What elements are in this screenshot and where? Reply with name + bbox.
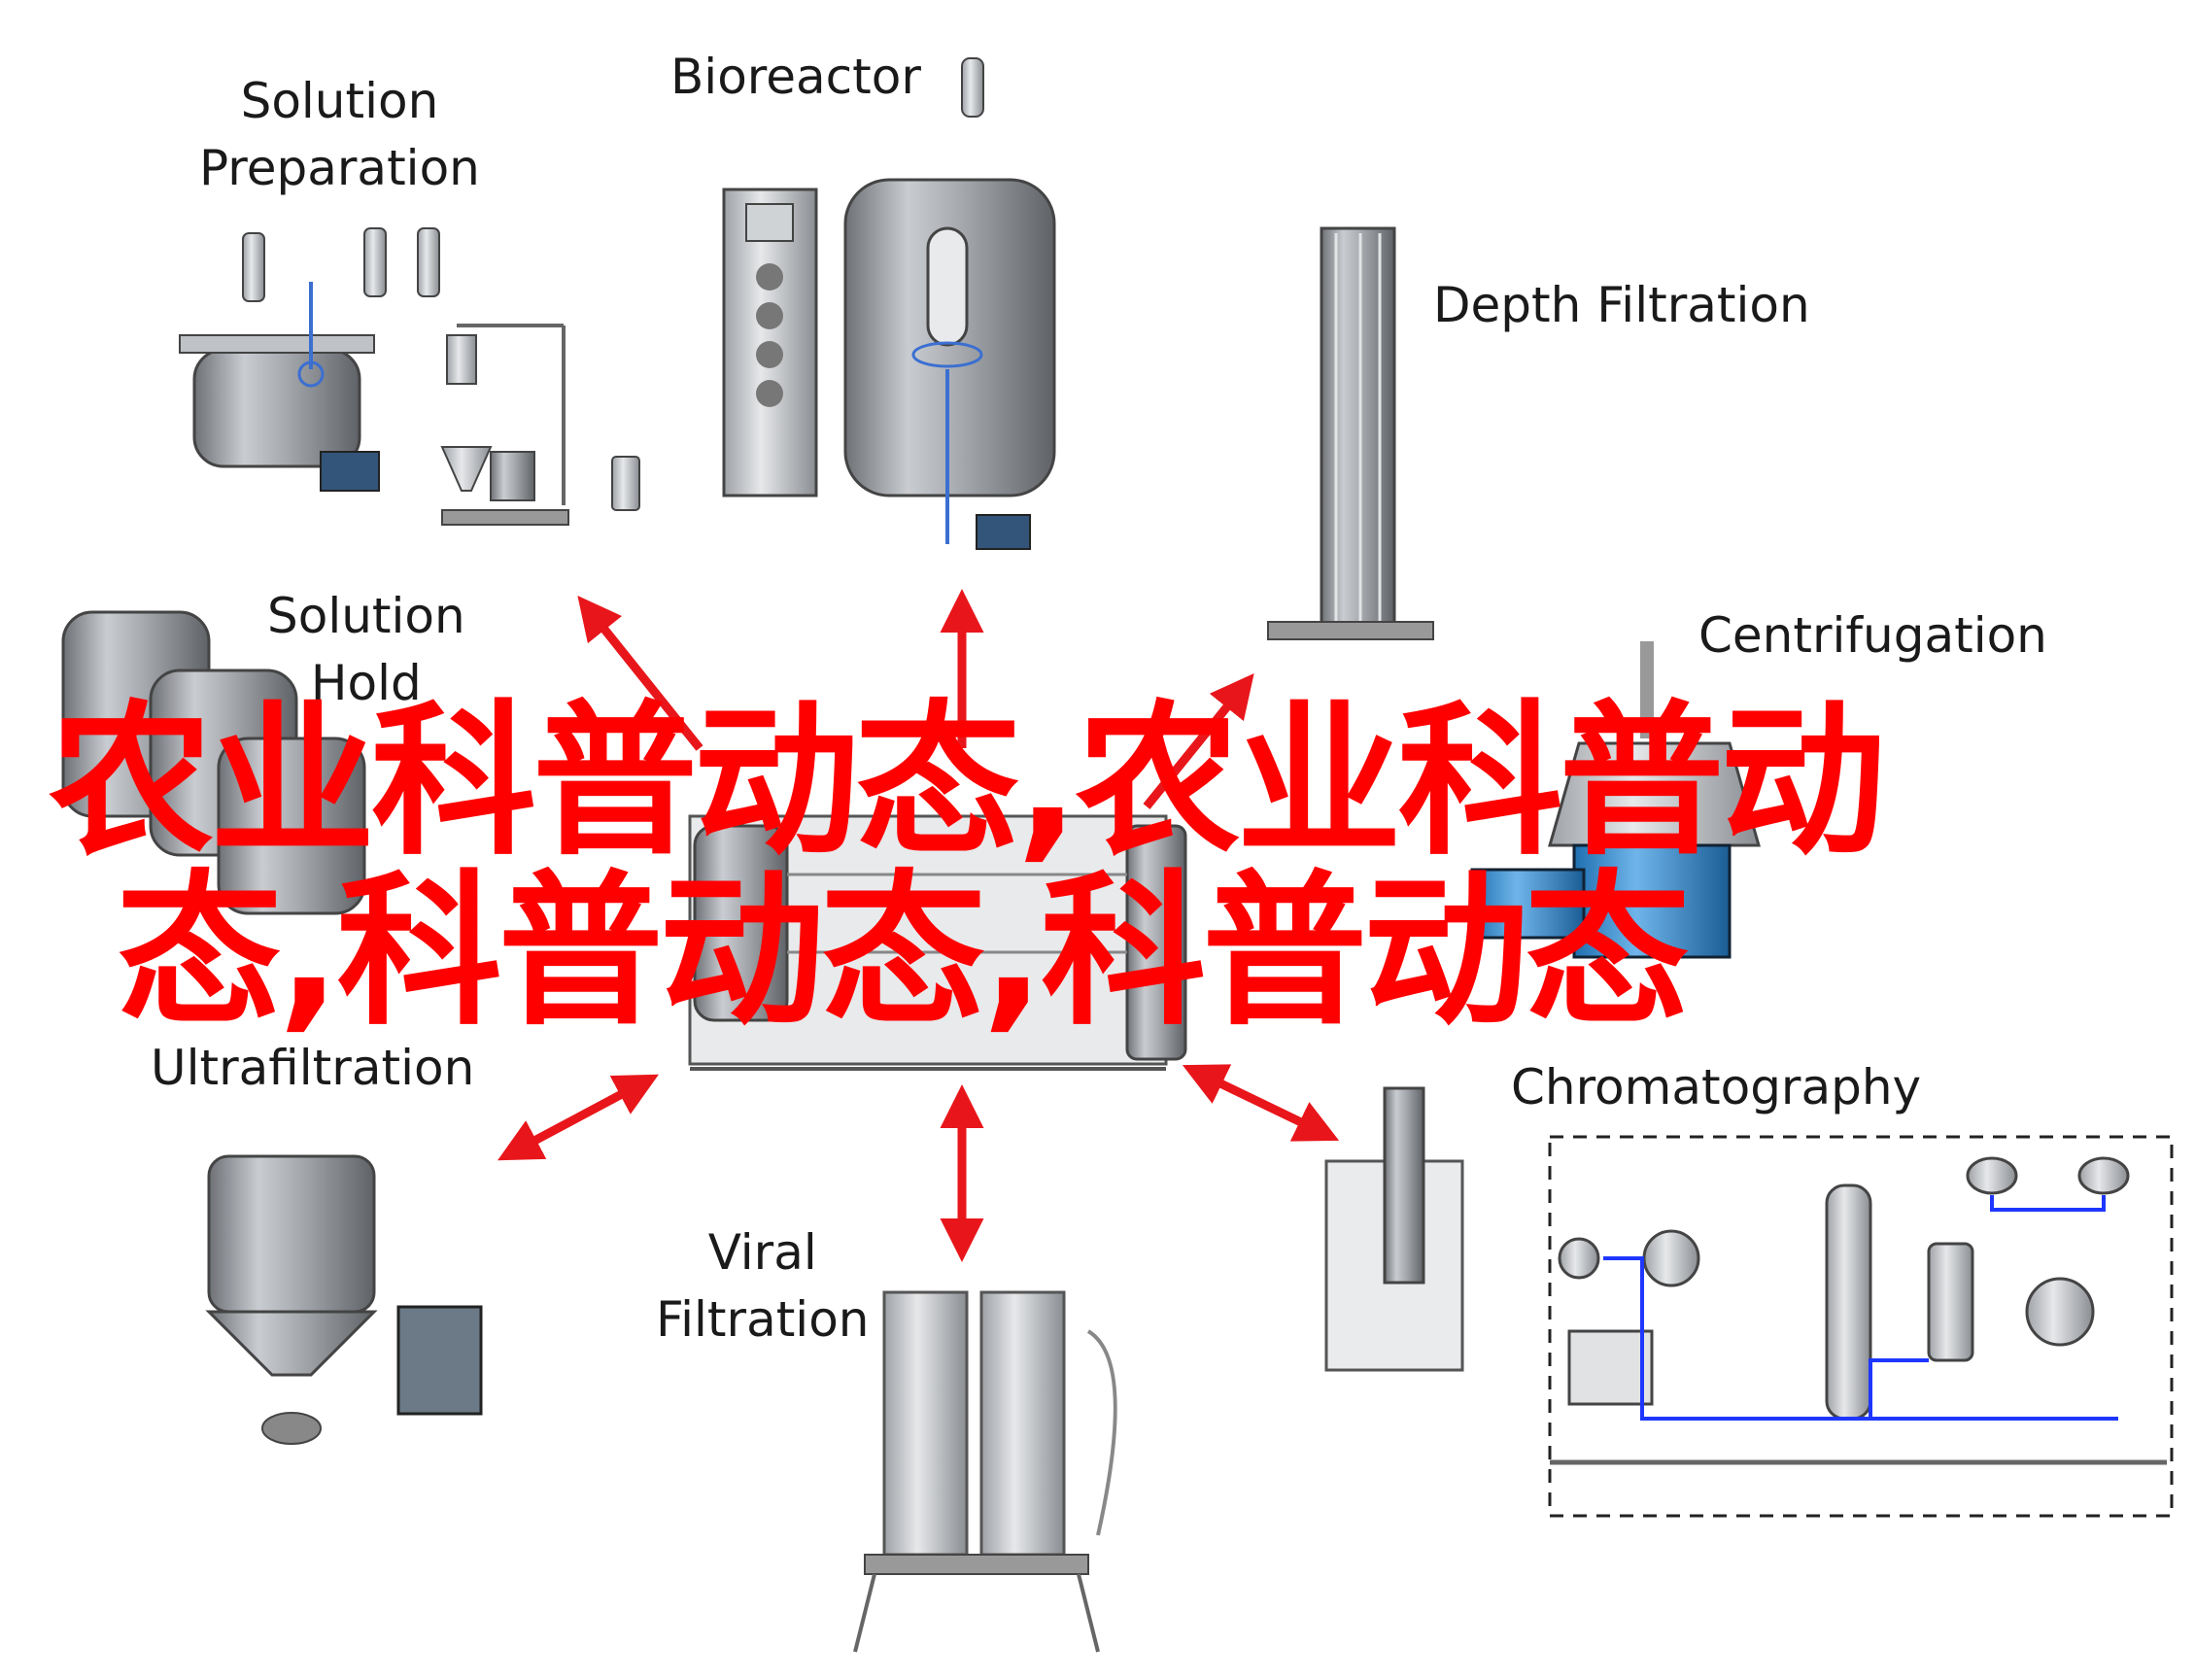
- arrow-to-centrifugation: [1143, 672, 1254, 809]
- label-solution-hold: Solution Hold: [267, 588, 465, 711]
- depth-filtration-equipment: [1267, 226, 1434, 640]
- label-depth-filtration: Depth Filtration: [1433, 277, 1810, 333]
- label-bioreactor: Bioreactor: [670, 49, 921, 105]
- ultrafiltration-equipment: [205, 1154, 483, 1445]
- chromatography-equipment: [1324, 1086, 2174, 1518]
- label-chromatography: Chromatography: [1511, 1059, 1922, 1115]
- solution-hold-equipment: [61, 610, 366, 915]
- label-solution-preparation: Solution Preparation: [199, 73, 480, 196]
- overlay-text-line-1: 农业科普动态,农业科普动: [49, 686, 1886, 878]
- label-centrifugation: Centrifugation: [1698, 607, 2047, 664]
- centrifugation-equipment: [1470, 641, 1761, 959]
- bioreactor-equipment: [722, 57, 1056, 550]
- flow-arrows: [497, 589, 1340, 1262]
- viral-filtration-equipment: [853, 1290, 1117, 1653]
- solution-preparation-equipment: [179, 227, 640, 526]
- arrow-to-chromatography: [1182, 1064, 1340, 1142]
- arrow-to-ultrafiltration: [497, 1074, 659, 1161]
- arrow-to-solution-hold: [577, 595, 703, 751]
- label-ultrafiltration: Ultrafiltration: [151, 1040, 475, 1096]
- process-skid-equipment: [688, 814, 1187, 1071]
- label-viral-filtration: Viral Filtration: [656, 1224, 870, 1348]
- overlay-text-line-2: 态,科普动态,科普动态: [117, 856, 1690, 1048]
